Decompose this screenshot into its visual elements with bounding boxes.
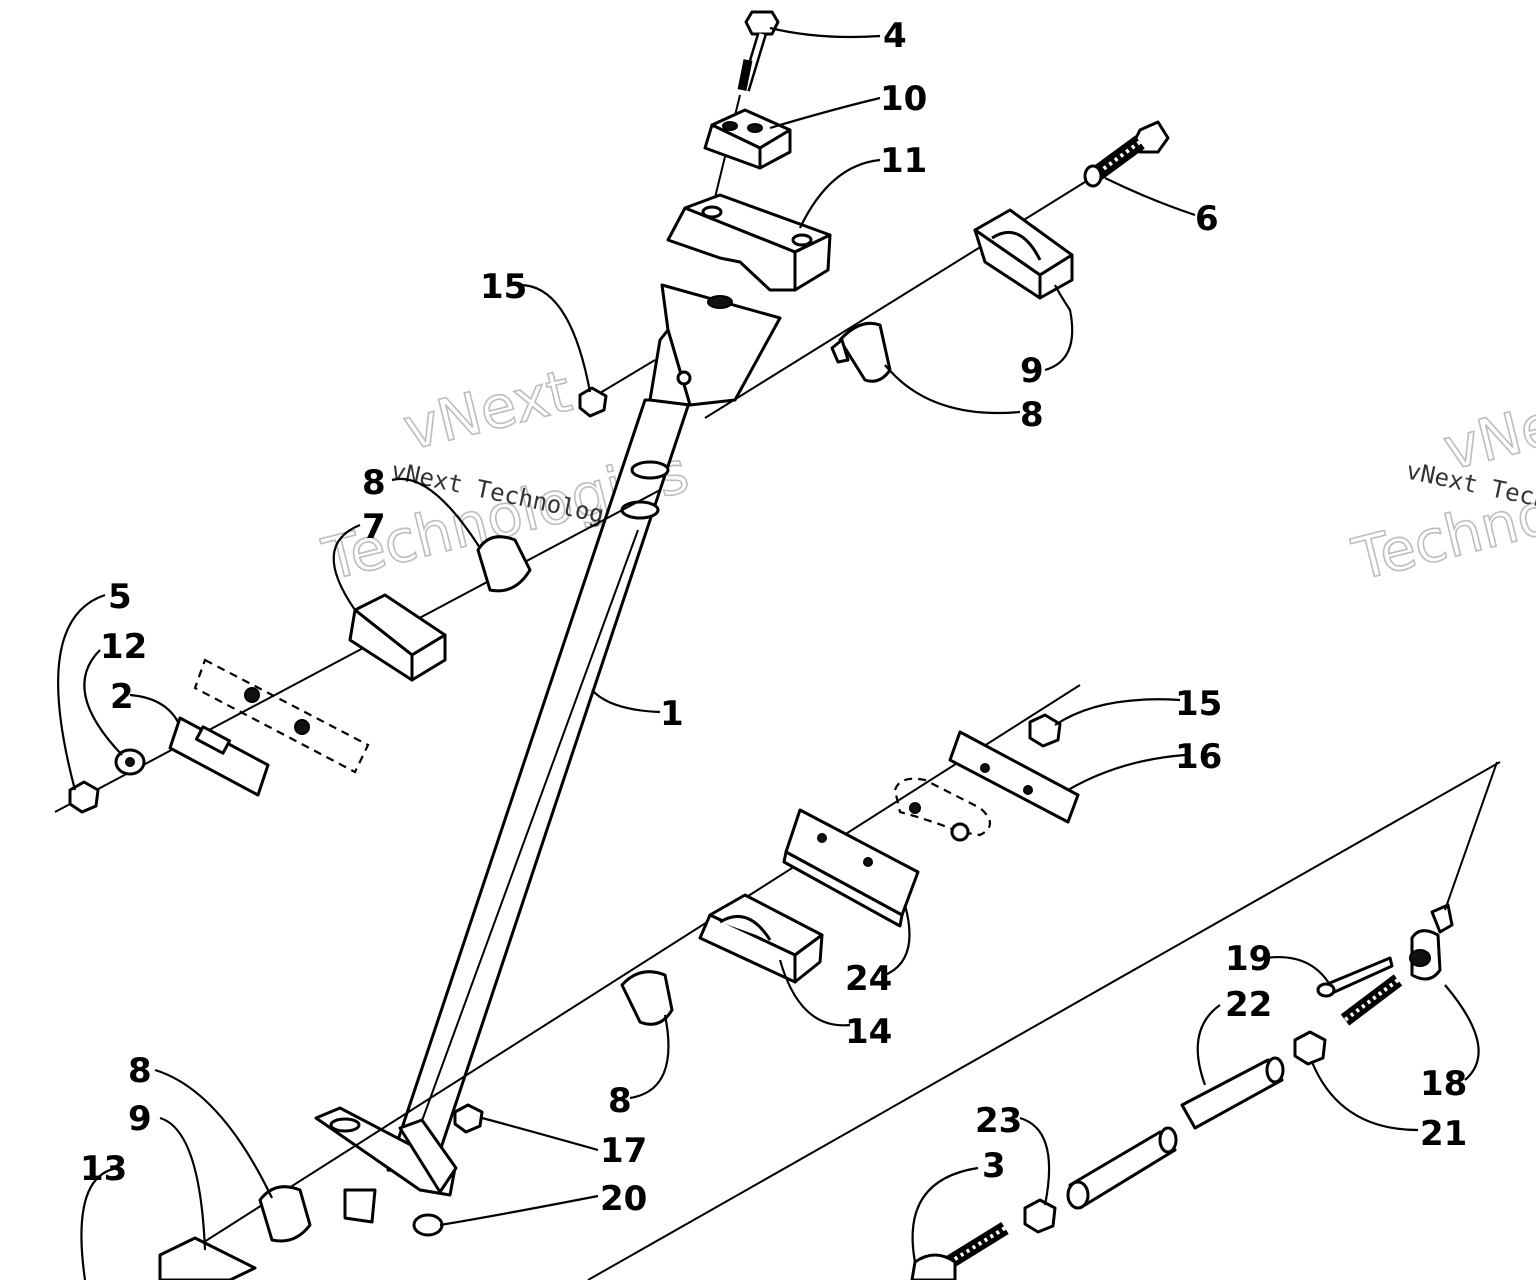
callout-18: 18	[1420, 1064, 1467, 1104]
sleeve-22	[1066, 1056, 1285, 1210]
axis-upper-left	[54, 489, 661, 813]
callout-8-upper-left: 8	[362, 463, 386, 503]
callout-5: 5	[108, 577, 132, 617]
callout-13: 13	[80, 1149, 127, 1189]
bushing-8-left	[476, 535, 532, 593]
callout-16: 16	[1175, 737, 1222, 777]
clamp-block-14	[698, 893, 824, 984]
clamp-base-11	[666, 193, 832, 292]
bolt-6	[1083, 120, 1170, 188]
callout-8-upper-right: 8	[1020, 395, 1044, 435]
shim-2	[168, 716, 270, 797]
callout-1: 1	[660, 694, 684, 734]
callout-4: 4	[883, 16, 907, 56]
cotter-pin-19	[1316, 956, 1394, 998]
axis-lower	[159, 684, 1081, 1271]
callout-9-lower: 9	[128, 1099, 152, 1139]
steering-post	[314, 283, 782, 1224]
nut-17	[453, 1103, 484, 1134]
leader-lines	[57, 26, 1480, 1280]
bushing-8-lower-right	[620, 970, 674, 1026]
nut-15-lower	[1028, 713, 1062, 748]
clamp-cap-10	[703, 108, 792, 170]
nut-15-upper	[578, 359, 656, 418]
watermark-right: vNext Technologies vNext Technologies	[1345, 376, 1536, 595]
nut-5	[68, 780, 100, 814]
callout-11: 11	[880, 141, 927, 181]
tie-rod-pointer	[1444, 761, 1498, 911]
bushing-8-lower-left	[258, 1185, 312, 1243]
callout-8-lower-right: 8	[608, 1081, 632, 1121]
washer-20	[412, 1213, 444, 1237]
plate-dashed-left	[193, 658, 370, 774]
callout-24: 24	[845, 959, 892, 999]
washer-12	[114, 748, 146, 776]
callout-19: 19	[1225, 939, 1272, 979]
callout-10: 10	[880, 79, 927, 119]
callout-9-upper: 9	[1020, 351, 1044, 391]
callout-labels: 4 10 11 6 9 8 15 8 7 5 12 2 1 15 16 24 1…	[80, 16, 1467, 1219]
callout-7: 7	[362, 507, 386, 547]
callout-6: 6	[1195, 199, 1219, 239]
callout-14: 14	[845, 1012, 892, 1052]
callout-12: 12	[100, 627, 147, 667]
callout-22: 22	[1225, 985, 1272, 1025]
clamp-block-7	[348, 593, 447, 682]
tie-rod-end-3	[910, 1222, 1009, 1280]
callout-15-upper: 15	[480, 267, 527, 307]
callout-8-lower-left: 8	[128, 1051, 152, 1091]
callout-3: 3	[982, 1146, 1006, 1186]
callout-20: 20	[600, 1179, 647, 1219]
tie-rod-end-18	[1340, 903, 1454, 1026]
clamp-block-9-upper	[973, 208, 1074, 300]
axis-tie-rod	[587, 761, 1501, 1280]
callout-23: 23	[975, 1101, 1022, 1141]
callout-21: 21	[1420, 1114, 1467, 1154]
callout-17: 17	[600, 1131, 647, 1171]
clamp-block-9-lower	[158, 1236, 257, 1280]
plate-24	[782, 808, 920, 928]
watermark-big-1: vNext	[397, 357, 578, 464]
callout-15-lower: 15	[1175, 684, 1222, 724]
plate-16	[948, 730, 1080, 824]
jam-nut-23	[1023, 1198, 1057, 1234]
bushing-8-upper	[830, 321, 892, 383]
jam-nut-21	[1293, 1030, 1327, 1066]
plate-dashed-right	[893, 777, 992, 842]
callout-2: 2	[110, 677, 134, 717]
